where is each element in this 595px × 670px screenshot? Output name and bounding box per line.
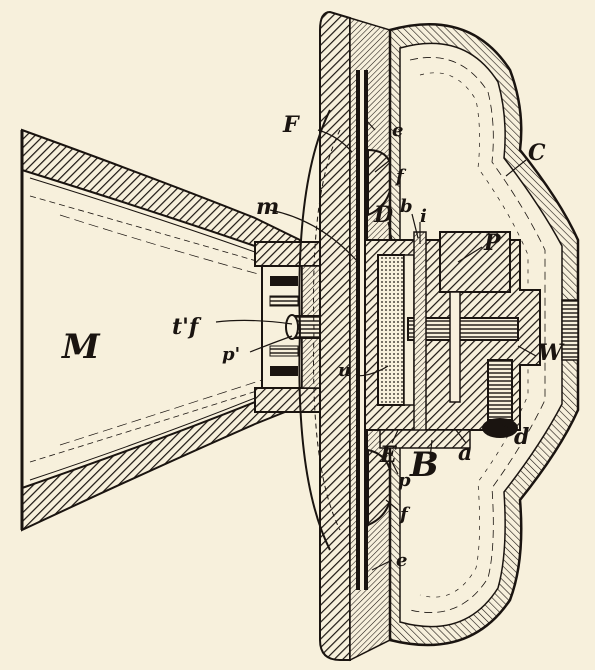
label-b: b [400, 196, 413, 217]
label-B: B [409, 445, 439, 485]
leader-lines [215, 119, 537, 571]
label-p-prime: p' [222, 344, 240, 365]
label-e-top: e [392, 120, 403, 141]
label-d: d [514, 424, 529, 450]
label-i: i [420, 206, 427, 227]
label-M: M [61, 327, 101, 367]
diaphragm [356, 70, 368, 590]
label-D: D [373, 202, 393, 228]
label-W: W [538, 340, 565, 366]
label-u: u [338, 360, 351, 381]
label-a: a [458, 440, 472, 466]
label-F: F [282, 112, 300, 138]
label-P: P [483, 230, 502, 256]
label-C: C [528, 140, 546, 166]
label-e-bottom: e [396, 550, 407, 571]
label-p: p [398, 470, 411, 491]
electrode-block [364, 231, 541, 449]
label-E: E [379, 442, 398, 468]
label-m: m [256, 194, 279, 220]
label-tf: t'f [172, 314, 202, 340]
mouthpiece-horn [20, 128, 301, 532]
